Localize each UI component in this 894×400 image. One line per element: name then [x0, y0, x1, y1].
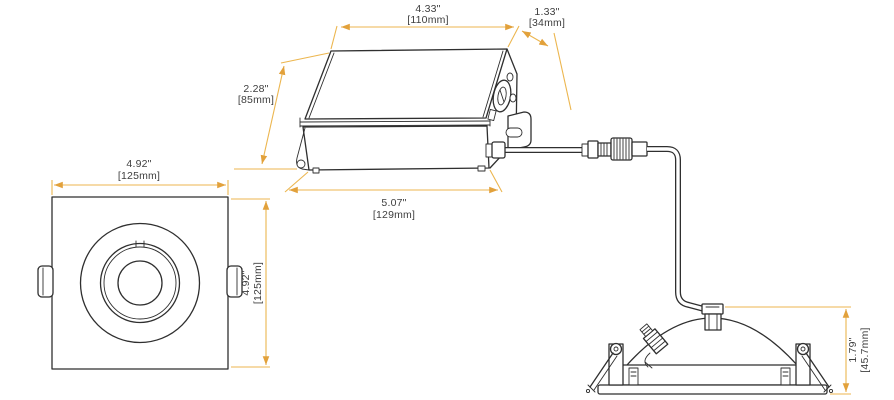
- clip-left: [37, 265, 54, 298]
- screw-bump-top: [506, 72, 514, 82]
- box-lid-top: [304, 48, 508, 120]
- recess-depth-dimension: 1.79" [45.7mm]: [725, 306, 871, 395]
- dim-label-box-height-mm: [85mm]: [238, 94, 274, 106]
- dim-label-box-height-in: 2.28": [243, 83, 268, 95]
- dim-label-front-width-in: 4.92": [126, 158, 151, 170]
- front-height-dimension: 4.92" [125mm]: [231, 198, 270, 368]
- lamp-rings: [79, 222, 201, 344]
- cable-entry-connector: [701, 303, 724, 331]
- dim-label-recess-depth-in: 1.79": [847, 337, 859, 362]
- spring-clip-left: [585, 342, 624, 394]
- dim-label-front-height-in: 4.92": [240, 270, 252, 295]
- front-width-dimension: 4.92" [125mm]: [51, 158, 229, 195]
- cable-gland: [485, 141, 506, 159]
- trim-flange: [597, 384, 828, 395]
- quick-connector: [581, 137, 648, 161]
- dim-label-recess-depth-mm: [45.7mm]: [859, 327, 871, 372]
- dim-label-box-width-in: 4.33": [415, 3, 440, 15]
- box-length-dimension: 5.07" [129mm]: [284, 169, 503, 221]
- dim-label-box-width-mm: [110mm]: [407, 14, 448, 26]
- cable-assembly: [485, 137, 705, 312]
- foot-left: [312, 167, 320, 174]
- dim-label-box-length-in: 5.07": [381, 197, 406, 209]
- box-front-face: [302, 125, 490, 171]
- box-knockout: [492, 79, 512, 113]
- junction-box-view: [296, 48, 532, 174]
- spring-clip-right: [795, 342, 834, 394]
- dim-label-box-depth-in: 1.33": [534, 6, 559, 18]
- clip-right: [226, 265, 243, 298]
- side-view: [585, 303, 834, 395]
- front-view: [37, 196, 243, 370]
- housing: [618, 364, 807, 386]
- quick-connect-plug: [639, 323, 669, 369]
- box-height-dimension: 2.28" [85mm]: [234, 52, 330, 170]
- dim-label-box-length-mm: [129mm]: [373, 209, 415, 221]
- latch: [296, 127, 310, 171]
- dim-label-front-height-mm: [125mm]: [252, 262, 264, 304]
- dim-label-front-width-mm: [125mm]: [118, 170, 160, 182]
- foot-right: [477, 165, 486, 172]
- box-width-dimension: 4.33" [110mm]: [330, 3, 520, 50]
- box-depth-dimension: 1.33" [34mm]: [521, 6, 572, 111]
- screw-bump-bottom: [509, 93, 517, 103]
- dim-label-box-depth-mm: [34mm]: [529, 17, 565, 29]
- side-screw: [487, 108, 497, 122]
- mounting-bracket: [505, 111, 532, 151]
